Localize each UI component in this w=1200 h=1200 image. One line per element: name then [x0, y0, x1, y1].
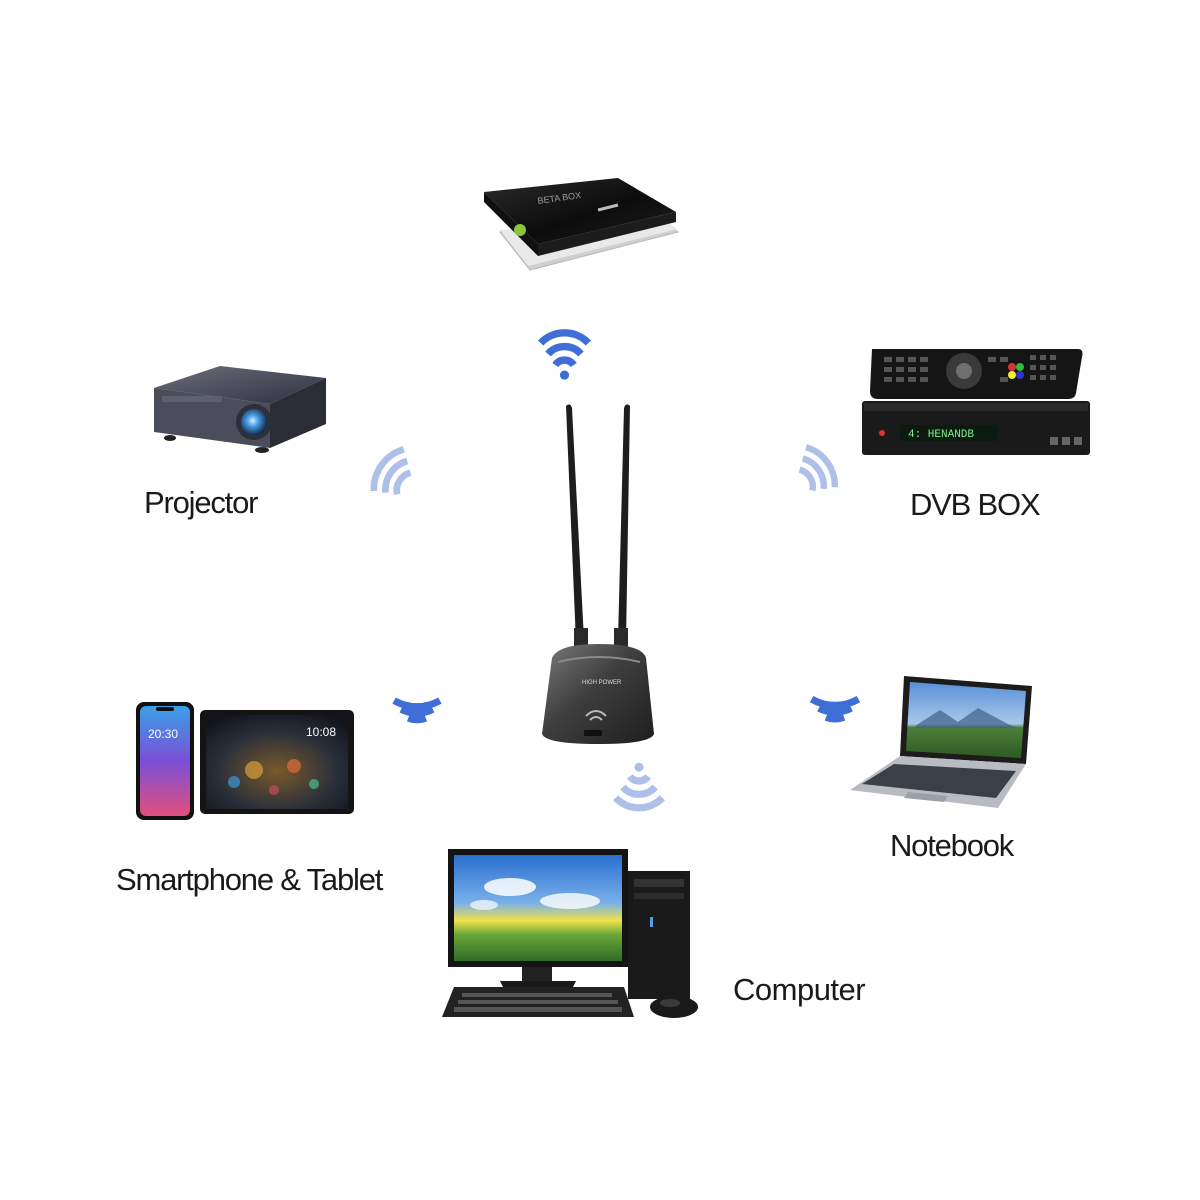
adapter-base-text: HIGH POWER: [582, 680, 622, 686]
wifi-signal-icon-projector: [370, 446, 412, 496]
phone-time: 20:30: [148, 727, 178, 741]
wifi-signal-icon-computer: [613, 762, 665, 812]
projector-label: Projector: [144, 485, 258, 520]
wifi-signal-icon-phone: [392, 697, 442, 724]
set-top-box-icon: 4: HENANDB: [862, 349, 1090, 455]
dvb-box-label: DVB BOX: [910, 487, 1041, 522]
notebook-label: Notebook: [890, 828, 1014, 863]
tablet-time: 10:08: [306, 725, 336, 739]
usb-wifi-adapter-icon: HIGH POWER: [542, 404, 654, 744]
wifi-signal-icon-notebook: [809, 695, 861, 723]
laptop-icon: [850, 676, 1032, 808]
box-display-text: 4: HENANDB: [908, 429, 974, 441]
android-tv-box-icon: BETA BOX: [484, 178, 680, 271]
computer-label: Computer: [733, 972, 866, 1007]
desktop-computer-icon: [442, 849, 698, 1018]
projector-icon: [154, 366, 326, 453]
smartphone-tablet-label: Smartphone & Tablet: [116, 862, 383, 897]
wifi-signal-icon-dvb: [798, 444, 839, 492]
phone-tablet-icon: 20:30 10:08: [136, 702, 354, 820]
wifi-signal-icon-top: [538, 329, 591, 380]
